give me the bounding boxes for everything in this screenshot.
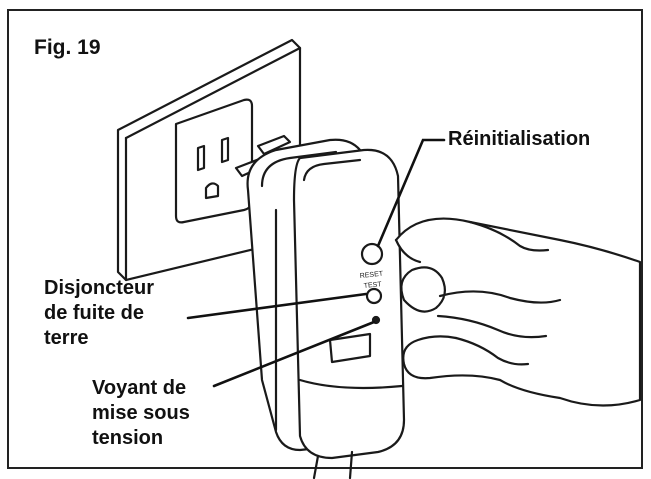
reset-button-shape — [360, 242, 384, 266]
test-button-shape — [365, 287, 383, 305]
gfci-adapter-body — [246, 138, 406, 479]
callout-ground-fault-breaker: Disjoncteur de fuite de terre — [44, 276, 154, 351]
callout-power-line-1: Voyant de — [92, 377, 187, 399]
gfci-leader-line — [186, 292, 368, 320]
callout-power-indicator: Voyant de mise sous tension — [92, 376, 190, 451]
callout-reset: Réinitialisation — [448, 127, 590, 152]
callout-gfci-line-2: de fuite de — [44, 302, 145, 324]
callout-power-line-2: mise sous — [92, 402, 190, 424]
power-leader-line — [212, 320, 376, 388]
callout-gfci-line-3: terre — [44, 327, 89, 349]
test-button-label: TEST — [363, 281, 382, 290]
callout-gfci-line-1: Disjoncteur — [44, 277, 155, 299]
reset-button-label: RESET — [359, 271, 384, 280]
callout-power-line-3: tension — [92, 427, 164, 449]
reset-leader-line — [376, 138, 446, 248]
figure-number: Fig. 19 — [34, 36, 101, 59]
hand-illustration — [394, 217, 642, 407]
callout-reset-text: Réinitialisation — [448, 128, 591, 150]
